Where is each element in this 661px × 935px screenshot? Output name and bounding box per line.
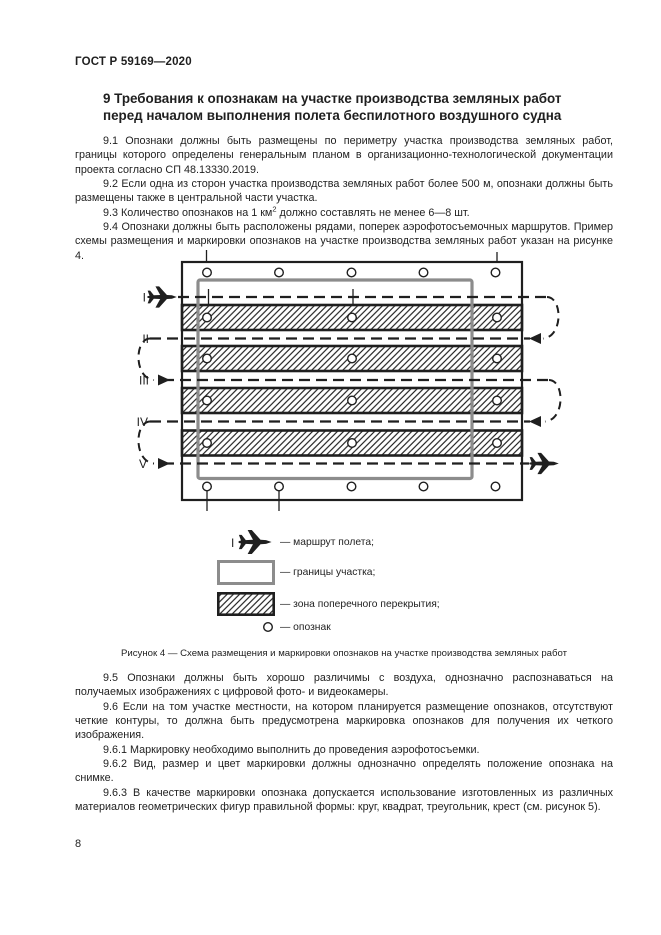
para-9-6: 9.6 Если на том участке местности, на ко…: [75, 700, 613, 742]
legend-item-site-boundary: — границы участка;: [215, 559, 375, 586]
marker-circle: [274, 267, 285, 278]
para-9-6-2: 9.6.2 Вид, размер и цвет маркировки долж…: [75, 758, 613, 785]
para-9-3-text-suffix: должно составлять не менее 6—8 шт.: [276, 206, 470, 219]
marker-circle: [492, 353, 503, 364]
route-label: I: [231, 536, 234, 550]
legend-label-flight-route: — маршрут полета;: [280, 536, 374, 548]
figure-caption: Рисунок 4 — Схема размещения и маркировк…: [120, 648, 568, 659]
marker-circle: [347, 312, 358, 323]
marker-circle: [346, 267, 357, 278]
arrowhead-left: [529, 333, 541, 344]
route-label: I: [143, 291, 146, 305]
marker-circle: [490, 267, 501, 278]
marker-circle: [492, 395, 503, 406]
legend-label-site-boundary: — границы участка;: [280, 567, 376, 578]
para-9-6-3: 9.6.3 В качестве маркировки опознака доп…: [75, 786, 613, 814]
marker-circle: [274, 481, 285, 492]
route-label: V: [139, 457, 147, 471]
marker-circle: [347, 353, 358, 364]
legend-item-flight-route: I — маршрут полета;: [215, 525, 374, 559]
section-heading-line1: 9 Требования к опознакам на участке прои…: [103, 91, 562, 106]
flight-route-symbol: I: [231, 530, 272, 554]
arrowhead-right: [158, 458, 170, 469]
turn-arc-left-2: [137, 420, 155, 465]
marker-circle: [201, 312, 212, 323]
marker-circle: [418, 267, 429, 278]
route-label: IV: [137, 415, 148, 429]
legend-swatch: I: [215, 525, 275, 559]
legend-swatch: [215, 621, 275, 633]
para-9-4: 9.4 Опознаки должны быть расположены ряд…: [75, 221, 613, 262]
marker-circle: [201, 395, 212, 406]
tick-marks: [205, 250, 498, 511]
marker-circle: [492, 312, 503, 323]
route-label: II: [142, 332, 149, 346]
turn-arc-right-2: [544, 379, 562, 423]
turn-arcs: [137, 296, 562, 469]
doc-code: ГОСТ Р 59169—2020: [75, 56, 192, 68]
para-9-6-1: 9.6.1 Маркировку необходимо выполнить до…: [103, 743, 480, 756]
site-boundary-symbol: [217, 560, 275, 585]
marker-circle: [346, 481, 357, 492]
page-number: 8: [75, 838, 82, 850]
route-labels: I II III IV V: [137, 291, 149, 472]
marker-circle: [492, 438, 503, 449]
text-block-before-figure: 9.1 Опознаки должны быть размещены по пе…: [75, 134, 613, 263]
legend-label-marker: — опознак: [280, 621, 331, 633]
overlap-zone-symbol: [217, 592, 275, 616]
para-9-3-text: 9.3 Количество опознаков на 1 км: [103, 206, 273, 219]
flight-route-lines: [150, 295, 549, 465]
arrowhead-right: [158, 374, 170, 386]
marker-circle: [347, 438, 358, 449]
section-heading: 9 Требования к опознакам на участке прои…: [103, 91, 618, 124]
marker-circle: [201, 438, 212, 449]
section-heading-line2: перед началом выполнения полета беспилот…: [103, 107, 562, 123]
marker-circle: [347, 395, 358, 406]
arrowhead-left: [529, 416, 541, 427]
marker-symbol: [262, 621, 274, 633]
figure-4-diagram: I II III IV V: [137, 250, 562, 511]
turn-arc-right-1: [542, 296, 560, 340]
marker-circle: [201, 353, 212, 364]
marker-circle: [262, 621, 274, 633]
legend-item-marker: — опознак: [215, 616, 331, 638]
airplane-icon: [238, 530, 272, 554]
para-9-1: 9.1 Опознаки должны быть размещены по пе…: [75, 135, 613, 176]
airplane-icon: [529, 452, 559, 475]
legend-swatch: [215, 592, 275, 616]
marker-circle: [418, 481, 429, 492]
para-9-5: 9.5 Опознаки должны быть хорошо различим…: [75, 672, 613, 699]
text-block-after-figure: 9.5 Опознаки должны быть хорошо различим…: [75, 671, 613, 814]
para-9-2: 9.2 Если одна из сторон участка производ…: [75, 178, 613, 205]
turn-arc-left-1: [137, 337, 155, 381]
airplane-icon: [147, 286, 177, 308]
para-9-3-superscript: 2: [272, 204, 277, 214]
legend-label-overlap-zone: — зона поперечного перекрытия;: [280, 598, 440, 610]
legend-swatch: [215, 560, 275, 585]
marker-circles: [201, 267, 503, 492]
marker-circle: [201, 267, 212, 278]
route-label: III: [139, 374, 149, 388]
marker-circle: [490, 481, 501, 492]
legend-item-overlap-zone: — зона поперечного перекрытия;: [215, 591, 440, 617]
para-9-3: 9.3 Количество опознаков на 1 км2 должно…: [75, 204, 613, 220]
marker-circle: [201, 481, 212, 492]
